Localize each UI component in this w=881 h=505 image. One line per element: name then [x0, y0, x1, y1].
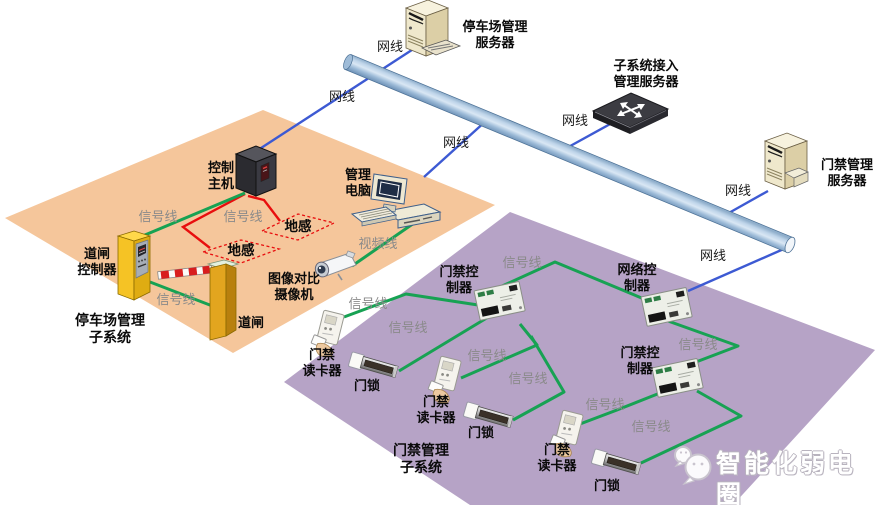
subsystem-switch-icon: [591, 92, 670, 134]
sensor-line-1: [180, 192, 246, 249]
ground-sensor-box-2: [200, 239, 282, 264]
signal-lines: [132, 191, 743, 465]
barrier-controller-icon: [116, 230, 152, 301]
signal-barrierctrl-to-gate: [149, 280, 216, 309]
lan-pipe-to-accessserver: [726, 189, 769, 216]
signal-doorctrl2-to-lock3: [640, 389, 743, 465]
signal-doorctrl1-to-reader1: [343, 292, 479, 319]
sensor-lines: [180, 192, 336, 264]
signal-host-to-barrierctrl: [132, 191, 246, 242]
access-subsystem-region: [284, 212, 875, 505]
lan-lines: [257, 44, 787, 293]
signal-doorctrl2-to-reader3: [579, 391, 661, 426]
lan-pipe-to-netctrl: [687, 246, 787, 293]
signal-doorctrl1-to-netctrl: [499, 260, 645, 301]
parking-server-icon: [404, 0, 462, 58]
camera-icon: [314, 250, 357, 281]
sensor-line-2: [247, 194, 281, 222]
switch-arrows-glyph: [617, 102, 645, 118]
signal-netctrl-to-doorctrl2: [667, 319, 740, 364]
watermark-logo-icon: [674, 446, 712, 486]
video-camera-to-pc: [351, 219, 418, 268]
barrier-arm: [157, 265, 213, 280]
access-server-icon: [763, 131, 809, 191]
barrier-gate-icon: [157, 259, 240, 341]
lan-parkingserver-to-host: [257, 44, 419, 152]
signal-doorctrl1-to-lock2: [512, 335, 566, 422]
control-host-icon: [234, 145, 278, 197]
signal-doorctrl1-to-lock1: [398, 314, 491, 373]
management-pc-icon: [350, 173, 442, 229]
parking-subsystem-region: [5, 110, 495, 353]
lan-pipe-to-pc: [423, 119, 488, 178]
backbone-pipe: [343, 54, 796, 254]
ground-sensor-box-1: [260, 213, 336, 241]
